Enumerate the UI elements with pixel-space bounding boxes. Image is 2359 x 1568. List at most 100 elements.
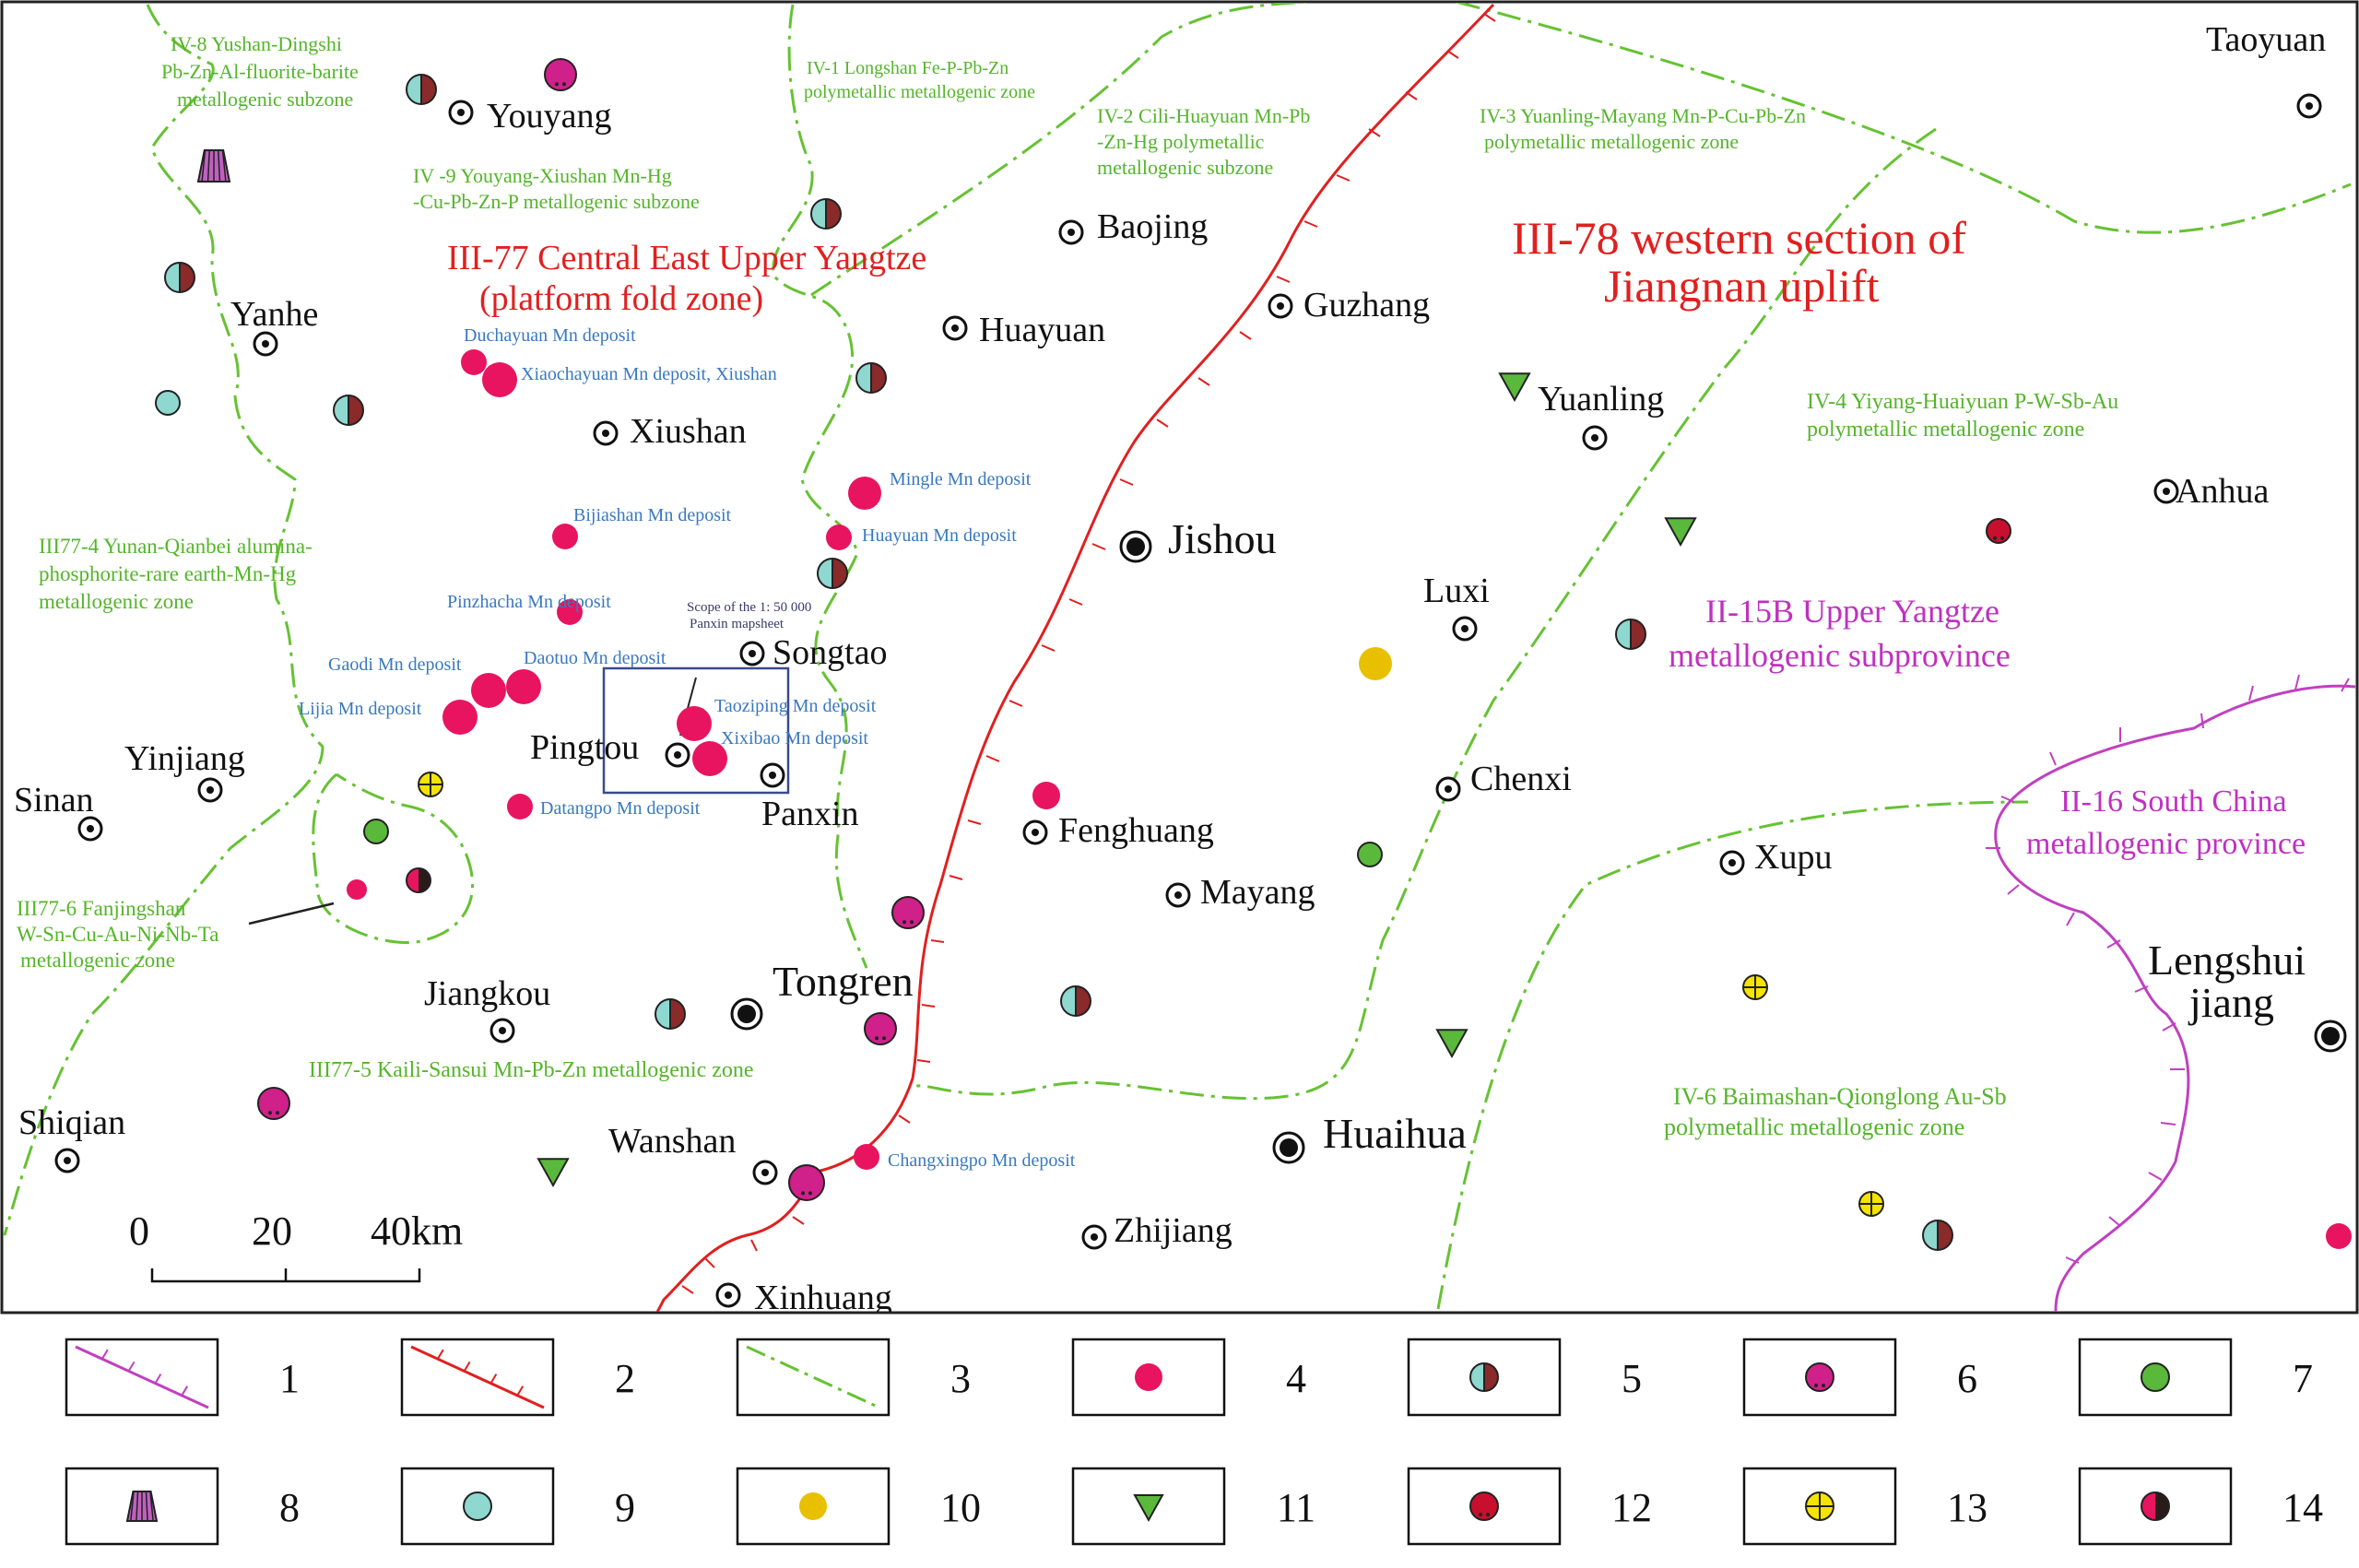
city-marker-fenghuang xyxy=(1022,819,1048,845)
marker-mn-7 xyxy=(471,673,506,708)
marker-mn-13 xyxy=(854,1144,879,1170)
legend-item-3: 3 xyxy=(736,1338,971,1417)
deposit-label-bijiashan: Bijiashan Mn deposit xyxy=(573,505,732,525)
city-label-huayuan: Huayuan xyxy=(979,311,1105,349)
marker-mn-10 xyxy=(692,741,727,776)
city-label-shiqian: Shiqian xyxy=(18,1103,125,1142)
legend-item-11: 11 xyxy=(1071,1467,1315,1546)
legend-number-4: 4 xyxy=(1286,1356,1306,1401)
panxin-mapsheet-box xyxy=(602,666,790,795)
marker-half-25 xyxy=(1922,1220,1953,1251)
city-marker-xiushan xyxy=(593,420,619,446)
marker-purple-26 xyxy=(544,58,577,91)
city-label-tongren: Tongren xyxy=(773,958,914,1005)
marker-mn-11 xyxy=(507,794,533,819)
legend-item-9: 9 xyxy=(400,1467,635,1546)
deposit-label-changxingpo: Changxingpo Mn deposit xyxy=(888,1150,1076,1171)
city-label-panxin: Panxin xyxy=(761,795,859,833)
marker-cross-41 xyxy=(1742,974,1768,1000)
zone-boundary-inner-west xyxy=(312,772,475,945)
legend-number-14: 14 xyxy=(2282,1485,2323,1530)
marker-half-18 xyxy=(164,262,195,293)
city-label-lengshui: Lengshui xyxy=(2148,937,2306,984)
legend-number-11: 11 xyxy=(1277,1485,1315,1530)
legend-item-7: 7 xyxy=(2078,1338,2313,1417)
marker-halfred-43 xyxy=(406,867,431,893)
zone-label-iii77-4: III77-4 Yunan-Qianbei alumina-phosphorit… xyxy=(39,535,313,613)
legend-item-14: 14 xyxy=(2078,1467,2323,1546)
legend-symbol-8 xyxy=(125,1491,159,1522)
scale-bar: 0 20 40km xyxy=(129,1208,463,1283)
city-label-xiushan: Xiushan xyxy=(630,412,747,451)
legend-symbol-7 xyxy=(2141,1362,2170,1392)
deposit-label-duchayuan: Duchayuan Mn deposit xyxy=(464,325,636,346)
legend-item-2: 2 xyxy=(400,1338,635,1417)
city-label-jishou: Jishou xyxy=(1168,515,1277,562)
city-label-xinhuang: Xinhuang xyxy=(754,1279,892,1317)
city-marker-taoyuan xyxy=(2296,93,2322,119)
marker-half-24 xyxy=(1615,619,1646,650)
legend-number-7: 7 xyxy=(2293,1356,2313,1401)
legend-number-3: 3 xyxy=(950,1356,971,1401)
city-label-youyang: Youyang xyxy=(487,97,612,136)
zone-boundaries xyxy=(3,3,2352,1310)
city-marker-guzhang xyxy=(1268,293,1293,319)
marker-mn-6 xyxy=(506,669,541,704)
legend-number-9: 9 xyxy=(615,1485,635,1530)
region-labels: III-77 Central East Upper Yangtze(platfo… xyxy=(447,212,2306,861)
legend-number-1: 1 xyxy=(279,1356,300,1401)
marker-mn-8 xyxy=(442,700,478,735)
city-marker-panxin xyxy=(760,762,785,788)
marker-half-16 xyxy=(406,74,437,105)
marker-half-19 xyxy=(333,395,364,426)
marker-trap-44 xyxy=(196,149,231,183)
legend-symbol-12 xyxy=(1469,1491,1499,1521)
marker-mn-0 xyxy=(461,349,487,375)
zone-label-iv2: IV-2 Cili-Huayuan Mn-Pb-Zn-Hg polymetall… xyxy=(1097,104,1310,179)
city-label-sinan: Sinan xyxy=(14,781,94,819)
city-label-baojing: Baojing xyxy=(1097,207,1208,246)
marker-purple-30 xyxy=(788,1164,825,1201)
legend-number-8: 8 xyxy=(279,1485,300,1530)
legend-item-13: 13 xyxy=(1742,1467,1987,1546)
fanjingshan-leader xyxy=(248,902,335,925)
city-marker-xupu xyxy=(1719,850,1745,876)
legend-symbol-11 xyxy=(1133,1494,1164,1523)
city-label-huaihua: Huaihua xyxy=(1323,1110,1467,1157)
city-marker-wanshan xyxy=(752,1160,778,1185)
scale-tick-20: 20 xyxy=(252,1208,292,1254)
city-marker-tongren xyxy=(730,997,763,1031)
city-label-jiangkou: Jiangkou xyxy=(424,974,550,1013)
marker-mn-1 xyxy=(482,362,517,397)
city-marker-shiqian xyxy=(54,1148,80,1173)
deposit-label-huayuan: Huayuan Mn deposit xyxy=(862,525,1017,546)
city-label-pingtou: Pingtou xyxy=(530,728,639,767)
marker-purple-29 xyxy=(257,1087,290,1120)
deposit-label-pinzhacha: Pinzhacha Mn deposit xyxy=(447,592,611,612)
city-label-chenxi: Chenxi xyxy=(1470,760,1572,798)
legend-item-4: 4 xyxy=(1071,1338,1306,1417)
province-boundary-ticks xyxy=(1986,674,2350,1264)
marker-mn-2 xyxy=(848,477,881,510)
legend-number-6: 6 xyxy=(1957,1356,1977,1401)
deposit-label-datangpo: Datangpo Mn deposit xyxy=(540,798,701,819)
legend-number-2: 2 xyxy=(615,1356,635,1401)
marker-half-21 xyxy=(817,558,848,589)
legend-item-6: 6 xyxy=(1742,1338,1977,1417)
marker-half-20 xyxy=(855,362,887,394)
zone-boundary-iv3 xyxy=(911,127,1937,1101)
legend-item-10: 10 xyxy=(736,1467,981,1546)
map-frame xyxy=(0,0,2359,1315)
marker-cross-40 xyxy=(418,772,443,797)
zone-boundary-iv4 xyxy=(1436,800,2029,1310)
deposit-label-lijia: Lijia Mn deposit xyxy=(299,699,422,719)
deposit-label-mingle: Mingle Mn deposit xyxy=(890,469,1032,489)
